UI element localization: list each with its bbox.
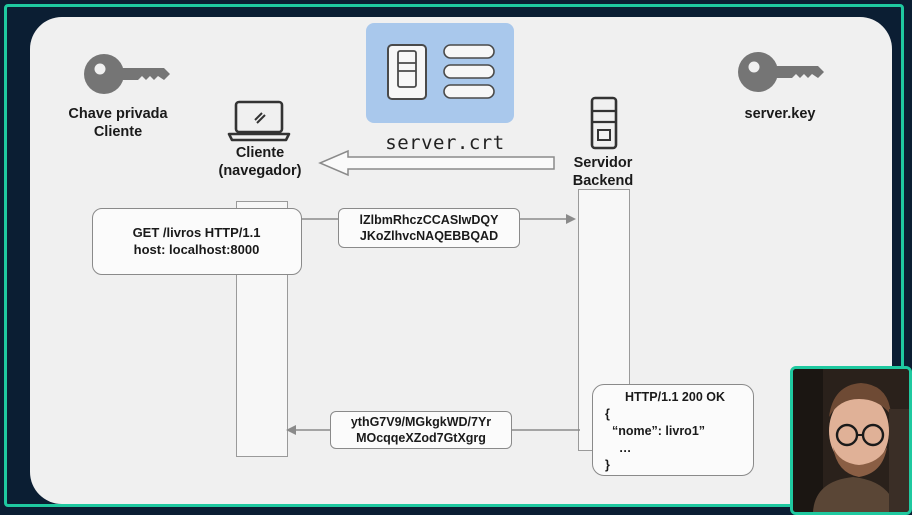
certificate-box xyxy=(366,23,514,123)
response-ellipsis: … xyxy=(605,441,632,455)
certificate-arrow xyxy=(318,149,555,177)
encrypted-response-line-1: ythG7V9/MGkgkWD/7Yr xyxy=(350,415,492,429)
response-body: “nome”: livro1” xyxy=(605,424,706,438)
response-box: HTTP/1.1 200 OK { “nome”: livro1” … } xyxy=(592,384,754,476)
client-private-key-label: Chave privada Cliente xyxy=(68,106,168,140)
server-label: Servidor Backend xyxy=(572,155,634,189)
encrypted-request-box: lZlbmRhczCCASIwDQY JKoZlhvcNAQEBBQAD xyxy=(338,208,520,248)
frame-border xyxy=(4,4,904,507)
slide: Chave privada Cliente server.key Cliente… xyxy=(30,17,892,504)
request-line: GET /livros HTTP/1.1 xyxy=(132,225,261,240)
server-document-icon xyxy=(387,44,495,100)
presenter-video xyxy=(793,369,909,512)
server-key-label: server.key xyxy=(744,106,816,122)
encrypted-response-line-2: MOcqqeXZod7GtXgrg xyxy=(356,431,486,445)
key-icon xyxy=(738,52,824,92)
encrypted-response-box: ythG7V9/MGkgkWD/7Yr MOcqqeXZod7GtXgrg xyxy=(330,411,512,449)
encrypted-request-line-2: JKoZlhvcNAQEBBQAD xyxy=(359,229,499,243)
certificate-label: server.crt xyxy=(385,132,505,154)
laptop-icon xyxy=(227,100,291,142)
server-icon xyxy=(590,96,618,150)
encrypted-request-line-1: lZlbmRhczCCASIwDQY xyxy=(359,213,499,227)
client-label: Cliente (navegador) xyxy=(218,145,302,179)
response-brace-open: { xyxy=(605,407,610,421)
response-brace-close: } xyxy=(605,458,610,472)
key-icon xyxy=(84,54,170,94)
webcam-overlay xyxy=(790,366,912,515)
request-box: GET /livros HTTP/1.1 host: localhost:800… xyxy=(92,208,302,275)
response-status: HTTP/1.1 200 OK xyxy=(624,390,726,404)
request-host: host: localhost:8000 xyxy=(133,242,260,257)
